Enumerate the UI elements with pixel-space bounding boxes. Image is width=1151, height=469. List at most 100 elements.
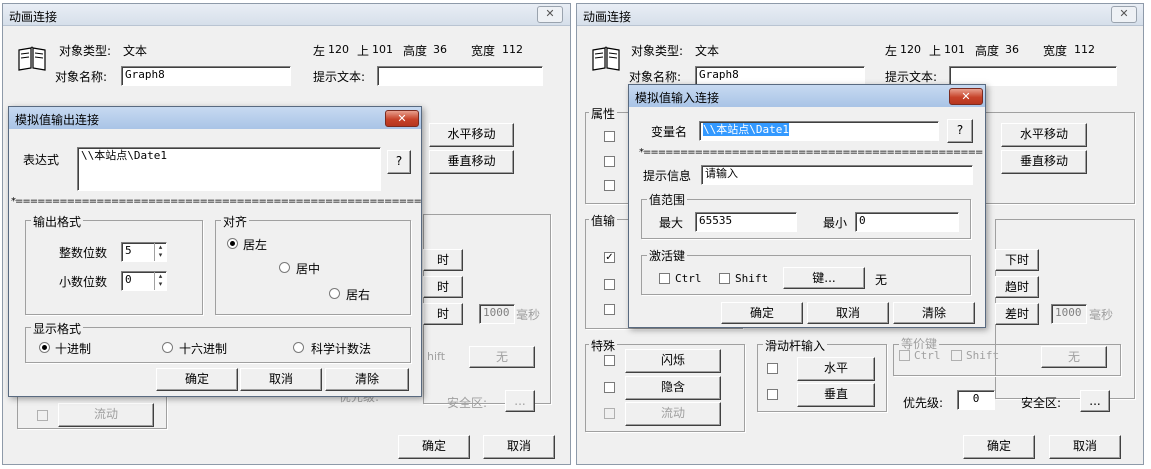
format-hex-label: 十六进制	[179, 342, 228, 356]
hide-button[interactable]: 隐含	[625, 376, 721, 400]
ctrl-checkbox[interactable]	[659, 273, 670, 284]
prompt-info-field[interactable]: 请输入	[701, 165, 973, 185]
right-cancel-button[interactable]: 取消	[1049, 435, 1121, 459]
object-type-value: 文本	[123, 44, 148, 58]
input-cancel-button[interactable]: 取消	[807, 302, 889, 324]
attr-checkbox-3[interactable]	[604, 180, 615, 191]
spinner-icon[interactable]: ▴▾	[154, 243, 166, 261]
blink-checkbox[interactable]	[604, 355, 615, 366]
analog-output-dialog: 模拟值输出连接 ✕ 表达式 \\本站点\Date1 ? *===========…	[8, 106, 422, 397]
safety-browse-button[interactable]: ...	[1080, 390, 1110, 412]
flow-checkbox[interactable]	[604, 408, 615, 419]
expression-field[interactable]: \\本站点\Date1	[77, 147, 381, 191]
slider-vertical-button[interactable]: 垂直	[797, 383, 875, 407]
flow-checkbox[interactable]	[37, 410, 48, 421]
slider-v-checkbox[interactable]	[767, 389, 778, 400]
variable-browse-button[interactable]: ?	[947, 119, 973, 143]
format-sci-radio[interactable]	[293, 342, 304, 353]
format-decimal-radio[interactable]	[39, 342, 50, 353]
spinner-icon[interactable]: ▴▾	[154, 272, 166, 290]
dec-digits-field[interactable]: 0	[121, 271, 167, 291]
flow-button[interactable]: 流动	[58, 403, 154, 427]
input-ok-button[interactable]: 确定	[721, 302, 803, 324]
int-digits-field[interactable]: 5	[121, 242, 167, 262]
flow-button[interactable]: 流动	[625, 402, 721, 426]
close-icon[interactable]: ✕	[1111, 6, 1137, 23]
priority-field[interactable]: 0	[957, 390, 995, 410]
right-window-titlebar: 动画连接 ✕	[577, 4, 1143, 26]
partial-button-2[interactable]: 趋时	[995, 276, 1039, 298]
partial-button-1[interactable]: 时	[423, 249, 463, 271]
align-center-radio[interactable]	[279, 262, 290, 273]
close-icon[interactable]: ✕	[949, 88, 983, 105]
safety-browse-button[interactable]: ...	[505, 390, 535, 412]
pos-top-label: 上	[357, 44, 370, 58]
key-select-button[interactable]: 键...	[783, 267, 865, 289]
slider-h-checkbox[interactable]	[767, 363, 778, 374]
format-decimal-label: 十进制	[55, 342, 92, 356]
max-field[interactable]: 65535	[695, 212, 797, 232]
attr-checkbox-2[interactable]	[604, 156, 615, 167]
partial-button-3[interactable]: 时	[423, 303, 463, 325]
interval-ms-field[interactable]: 1000	[1051, 304, 1087, 324]
slider-horizontal-button[interactable]: 水平	[797, 357, 875, 381]
analog-input-dialog: 模拟值输入连接 ✕ 变量名 \\本站点\Date1 ? *===========…	[628, 84, 986, 328]
value-checkbox-3[interactable]	[604, 304, 615, 315]
move-horizontal-button[interactable]: 水平移动	[429, 123, 514, 147]
min-field[interactable]: 0	[855, 212, 959, 232]
close-icon[interactable]: ✕	[385, 110, 419, 127]
blink-button[interactable]: 闪烁	[625, 349, 721, 373]
move-vertical-button[interactable]: 垂直移动	[429, 150, 514, 174]
attribute-group-label: 属性	[589, 105, 618, 122]
shortcut-shift-checkbox[interactable]	[951, 350, 962, 361]
move-horizontal-button[interactable]: 水平移动	[1001, 123, 1087, 147]
none-key-button[interactable]: 无	[469, 346, 535, 368]
move-vertical-button[interactable]: 垂直移动	[1001, 150, 1087, 174]
format-hex-radio[interactable]	[162, 342, 173, 353]
output-clear-button[interactable]: 清除	[325, 368, 409, 391]
ms-label: 毫秒	[516, 308, 541, 322]
book-icon	[592, 46, 620, 71]
output-ok-button[interactable]: 确定	[156, 368, 238, 391]
partial-button-2[interactable]: 时	[423, 276, 463, 298]
safety-label: 安全区:	[447, 396, 488, 410]
hotkey-group	[641, 255, 971, 295]
interval-ms-field[interactable]: 1000	[479, 304, 515, 324]
attr-checkbox-1[interactable]	[604, 131, 615, 142]
left-cancel-button[interactable]: 取消	[483, 435, 555, 459]
object-name-field[interactable]: Graph8	[121, 66, 291, 86]
partial-button-1[interactable]: 下时	[995, 249, 1039, 271]
hide-checkbox[interactable]	[604, 382, 615, 393]
display-format-label: 显示格式	[31, 320, 84, 337]
align-left-radio[interactable]	[227, 238, 238, 249]
output-format-group	[25, 220, 203, 315]
shift-checkbox[interactable]	[719, 273, 730, 284]
left-ok-button[interactable]: 确定	[398, 435, 470, 459]
shortcut-shift-label: Shift	[966, 349, 1000, 362]
hotkey-group-label: 激活键	[647, 247, 688, 264]
align-right-radio[interactable]	[329, 288, 340, 299]
min-label: 最小	[823, 216, 848, 230]
partial-button-3[interactable]: 差时	[995, 303, 1039, 325]
format-sci-label: 科学计数法	[311, 342, 372, 356]
input-clear-button[interactable]: 清除	[893, 302, 975, 324]
output-cancel-button[interactable]: 取消	[240, 368, 322, 391]
left-window-titlebar: 动画连接 ✕	[3, 4, 570, 26]
book-icon	[18, 46, 46, 71]
expression-browse-button[interactable]: ?	[387, 150, 411, 174]
hint-text-field[interactable]	[949, 66, 1117, 86]
height-value: 36	[1005, 43, 1019, 56]
right-ok-button[interactable]: 确定	[963, 435, 1035, 459]
input-dialog-titlebar: 模拟值输入连接 ✕	[629, 85, 985, 107]
object-type-label: 对象类型:	[59, 44, 112, 58]
shortcut-ctrl-checkbox[interactable]	[899, 350, 910, 361]
object-name-field[interactable]: Graph8	[695, 66, 865, 86]
input-dialog-title: 模拟值输入连接	[635, 91, 720, 105]
none-key-button[interactable]: 无	[1041, 346, 1107, 368]
hint-text-field[interactable]	[377, 66, 543, 86]
value-checkbox-1[interactable]: ✓	[604, 252, 615, 263]
close-icon[interactable]: ✕	[537, 6, 563, 23]
value-checkbox-2[interactable]	[604, 279, 615, 290]
variable-name-field[interactable]: \\本站点\Date1	[699, 121, 939, 141]
partial-group-bottom	[17, 389, 167, 429]
